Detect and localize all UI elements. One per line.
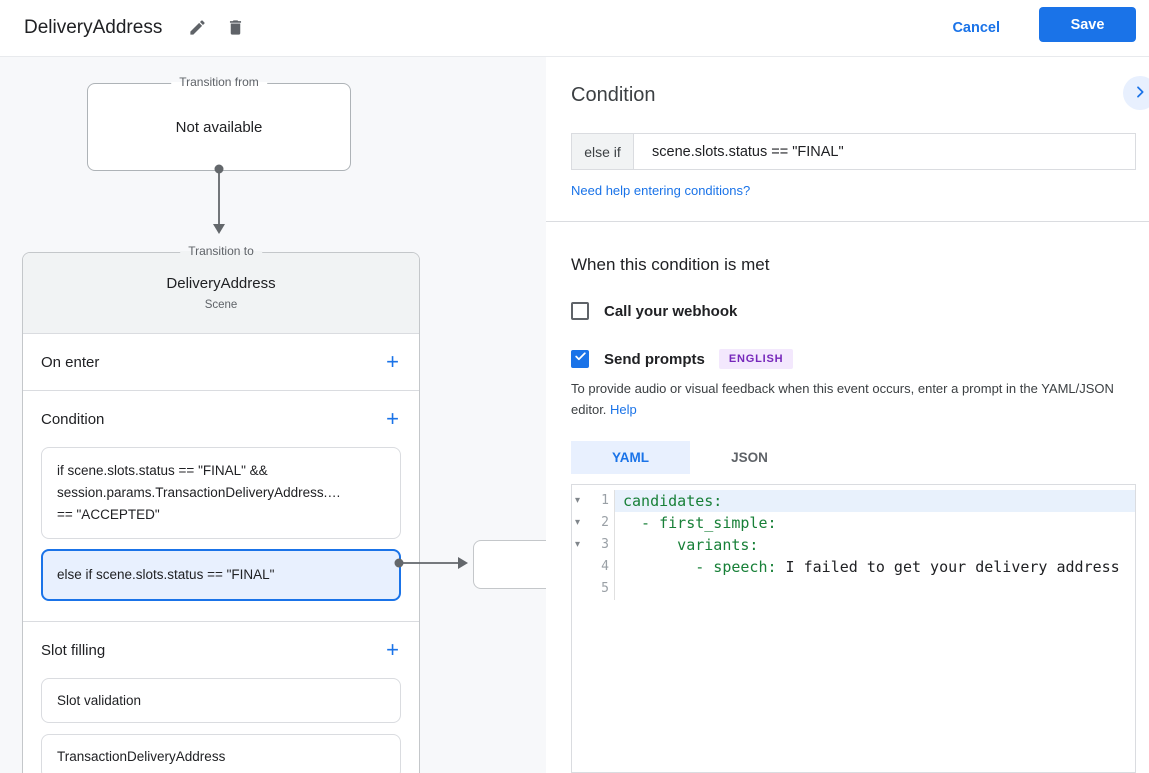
transition-to-legend: Transition to [180,244,262,258]
code-line: 4 - speech: I failed to get your deliver… [572,555,1135,578]
condition-expression-row: else if [571,133,1136,170]
condition-first-line3: == "ACCEPTED" [57,507,160,522]
cancel-button[interactable]: Cancel [936,11,1016,45]
plus-icon: + [386,637,399,662]
feedback-help-text: To provide audio or visual feedback when… [571,379,1136,421]
pencil-icon [188,18,207,40]
line-number: 1 [601,493,609,509]
tab-json[interactable]: JSON [690,441,809,474]
condition-item-selected[interactable]: else if scene.slots.status == "FINAL" [41,549,401,601]
save-button[interactable]: Save [1039,7,1136,42]
fold-arrow-icon[interactable]: ▾ [575,517,581,529]
panel-title: Condition [571,84,656,106]
section-condition: Condition + if scene.slots.status == "FI… [23,390,419,621]
condition-prefix: else if [572,134,634,169]
condition-label: Condition [41,410,105,428]
transition-from-box[interactable]: Transition from Not available [87,75,351,171]
send-prompts-label: Send prompts [604,350,705,368]
condition-selected-text: else if scene.slots.status == "FINAL" [57,567,275,582]
scene-card-title: DeliveryAddress [166,275,276,292]
transition-from-legend: Transition from [171,75,267,89]
plus-icon: + [386,406,399,431]
webhook-row: Call your webhook [571,302,1136,320]
webhook-checkbox[interactable] [571,302,589,320]
transition-target-box[interactable] [473,540,546,589]
editor-tabs: YAML JSON [571,440,1136,474]
code-line: ▾3 variants: [572,533,1135,556]
line-number: 5 [601,581,609,597]
scene-card: Transition to DeliveryAddress Scene On e… [22,244,420,773]
panel-divider [546,221,1149,222]
add-condition-button[interactable]: + [384,408,401,430]
condition-detail-panel: Condition else if Need help entering con… [546,57,1149,773]
yaml-code-editor[interactable]: ▾1 candidates: ▾2 - first_simple: ▾3 var… [571,483,1136,773]
condition-item-first[interactable]: if scene.slots.status == "FINAL" && sess… [41,447,401,539]
delete-scene-button[interactable] [222,16,248,42]
line-number: 3 [601,537,609,553]
flow-canvas: Transition from Not available Transition… [0,57,546,773]
page-title: DeliveryAddress [24,17,163,38]
plus-icon: + [386,349,399,374]
code-line: 5 [572,577,1135,600]
collapse-panel-button[interactable] [1123,76,1149,110]
add-slot-button[interactable]: + [384,639,401,661]
condition-first-line2: session.params.TransactionDeliveryAddres… [57,485,341,500]
fold-arrow-icon[interactable]: ▾ [575,539,581,551]
section-slot-filling: Slot filling + Slot validation Transacti… [23,621,419,773]
send-prompts-checkbox[interactable] [571,350,589,368]
add-on-enter-button[interactable]: + [384,351,401,373]
scene-card-subtitle: Scene [204,299,238,311]
feedback-text: To provide audio or visual feedback when… [571,381,1114,417]
condition-met-title: When this condition is met [571,255,770,274]
edit-scene-button[interactable] [184,16,210,42]
scene-card-header[interactable]: DeliveryAddress Scene [23,253,419,333]
code-line: ▾2 - first_simple: [572,511,1135,534]
condition-expression-input[interactable] [634,134,1135,169]
help-link[interactable]: Help [610,401,637,417]
section-on-enter: On enter + [23,333,419,390]
chevron-right-icon [1132,84,1148,103]
code-line: ▾1 candidates: [572,489,1135,512]
tab-yaml[interactable]: YAML [571,440,690,474]
condition-first-line1: if scene.slots.status == "FINAL" && [57,463,268,478]
condition-help-link[interactable]: Need help entering conditions? [571,183,751,198]
slot-filling-label: Slot filling [41,641,106,659]
line-number: 2 [601,515,609,531]
trash-icon [226,18,245,40]
app-bar: DeliveryAddress Cancel Save [0,0,1149,57]
send-prompts-row: Send prompts ENGLISH [571,349,1136,369]
transition-from-value: Not available [175,118,263,136]
slot-transaction-item[interactable]: TransactionDeliveryAddress [41,734,401,773]
language-badge: ENGLISH [718,349,794,369]
line-number: 4 [601,559,609,575]
checkmark-icon [574,350,587,368]
webhook-label: Call your webhook [604,302,738,320]
on-enter-label: On enter [41,353,100,371]
slot-validation-item[interactable]: Slot validation [41,678,401,723]
fold-arrow-icon[interactable]: ▾ [575,495,581,507]
